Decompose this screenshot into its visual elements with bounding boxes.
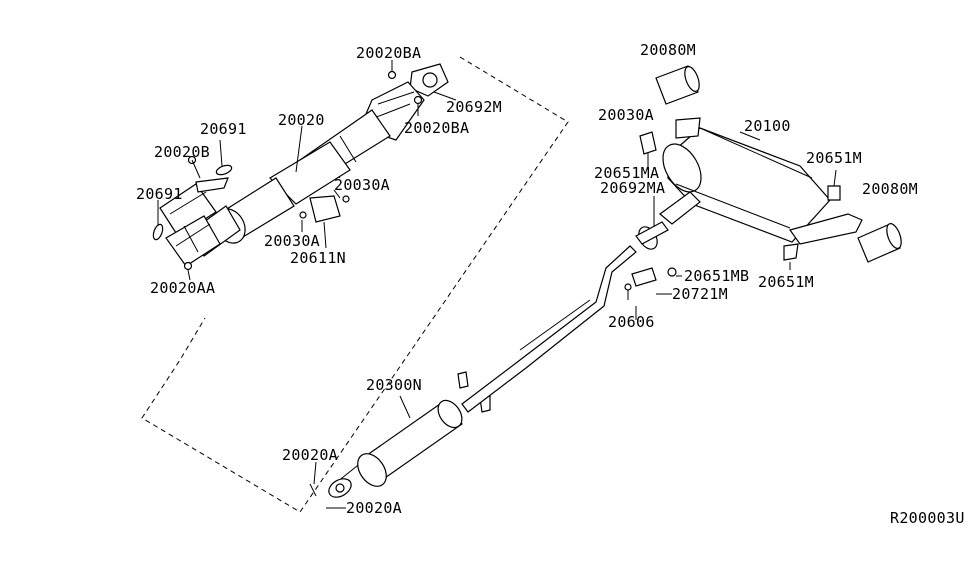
label-20020A-lower: 20020A — [346, 499, 402, 517]
label-20020A-upper: 20020A — [282, 446, 338, 464]
label-20691-upper: 20691 — [200, 120, 247, 138]
label-20020B: 20020B — [154, 143, 210, 161]
label-20080M-top: 20080M — [640, 41, 696, 59]
label-20606: 20606 — [608, 313, 655, 331]
label-20651M-right: 20651M — [806, 149, 862, 167]
label-20030A-front-left: 20030A — [264, 232, 320, 250]
reference-code: R200003U — [890, 509, 965, 527]
tail-finisher-right — [857, 223, 902, 263]
label-20030A-front-right: 20030A — [334, 176, 390, 194]
part-number-labels: 20020BA 20692M 20020BA 20691 20020 20020… — [136, 41, 965, 527]
leader-lines — [157, 60, 837, 509]
label-20020AA: 20020AA — [150, 279, 215, 297]
label-20692MA: 20692MA — [600, 179, 665, 197]
label-20651MB: 20651MB — [684, 267, 749, 285]
label-20100: 20100 — [744, 117, 791, 135]
center-pipe-resonator — [309, 221, 669, 509]
label-20691-lower: 20691 — [136, 185, 183, 203]
tail-finisher-top — [655, 65, 700, 105]
label-20611N: 20611N — [290, 249, 346, 267]
label-20020BA-top: 20020BA — [356, 44, 421, 62]
front-tube-catalyst-assembly — [152, 63, 449, 271]
label-20721M: 20721M — [672, 285, 728, 303]
label-20692M: 20692M — [446, 98, 502, 116]
label-20300N: 20300N — [366, 376, 422, 394]
label-20651M-bottom: 20651M — [758, 273, 814, 291]
label-20080M-right: 20080M — [862, 180, 918, 198]
label-20651MA: 20651MA — [594, 164, 659, 182]
rear-muffler — [639, 117, 863, 261]
label-20020BA-bottom: 20020BA — [404, 119, 469, 137]
label-20030A-muffler: 20030A — [598, 106, 654, 124]
label-20020: 20020 — [278, 111, 325, 129]
hanger-rubbers — [631, 267, 677, 320]
